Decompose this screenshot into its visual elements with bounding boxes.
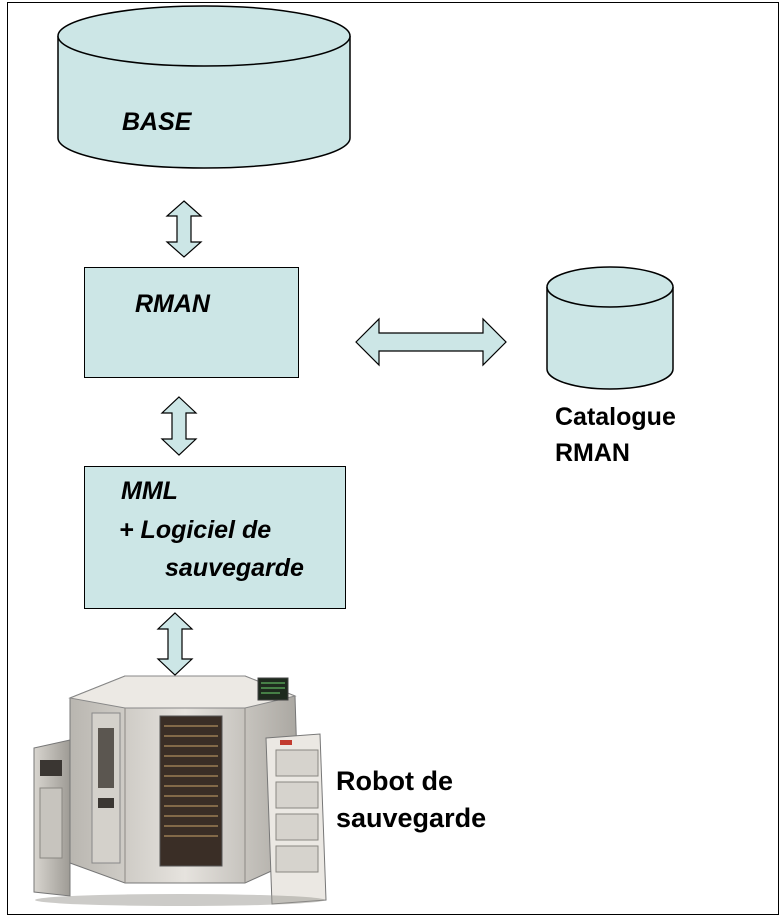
arrow-rman-catalogue xyxy=(355,317,507,367)
mml-label-line2: + Logiciel de xyxy=(119,516,272,544)
robot-label-line2: sauvegarde xyxy=(336,803,487,833)
mml-box xyxy=(84,466,346,609)
catalogue-label-line2: RMAN xyxy=(555,439,630,467)
robot-label-line1: Robot de xyxy=(336,766,453,796)
arrow-mml-robot xyxy=(156,612,194,676)
tape-library-robot-image xyxy=(33,675,327,906)
arrow-base-rman xyxy=(165,200,203,258)
rman-box xyxy=(84,267,299,378)
mml-label-line1: MML xyxy=(121,477,178,505)
catalogue-label-line1: Catalogue xyxy=(555,403,676,431)
mml-label-line3: sauvegarde xyxy=(165,554,304,582)
base-label: BASE xyxy=(122,108,192,136)
base-cylinder xyxy=(57,5,351,169)
rman-label: RMAN xyxy=(135,290,210,318)
catalogue-cylinder xyxy=(546,266,674,390)
arrow-rman-mml xyxy=(160,396,198,456)
